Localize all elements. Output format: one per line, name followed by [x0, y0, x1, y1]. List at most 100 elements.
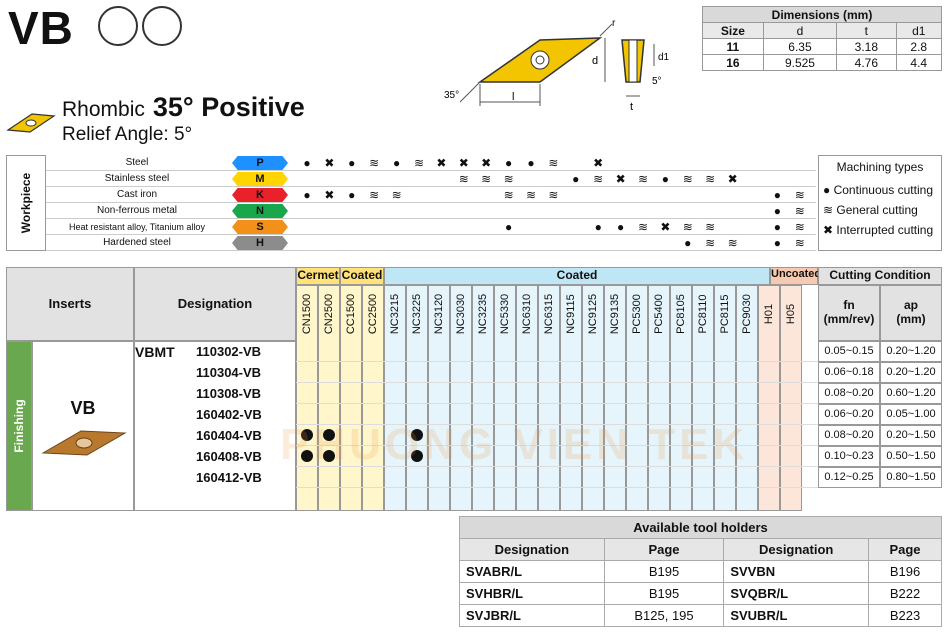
workpiece-mark: ●: [773, 236, 782, 250]
grade-label: NC6310: [521, 293, 533, 335]
workpiece-mark: [386, 235, 408, 251]
workpiece-mark: ≋: [794, 188, 805, 202]
fn-value: 0.08~0.20: [818, 425, 880, 446]
grade-column: NC3030: [450, 285, 472, 511]
group-uncoated: Uncoated: [770, 267, 821, 285]
workpiece-mark: [542, 235, 564, 251]
workpiece-mark: ≋: [637, 172, 649, 186]
workpiece-mark: [654, 187, 676, 203]
holders-header: Page: [603, 538, 725, 561]
workpiece-mark: ●: [303, 156, 311, 170]
workpiece-mark: [296, 219, 318, 235]
workpiece-mark: [677, 187, 699, 203]
continuous-icon: ●: [823, 183, 831, 197]
interrupted-icon: ✖: [823, 223, 834, 237]
holder-designation: SVJBR/L: [459, 604, 605, 627]
tag-m: M: [232, 172, 288, 186]
workpiece-mark: [789, 155, 811, 171]
workpiece-mark: [453, 187, 475, 203]
workpiece-mark: ●: [348, 156, 356, 170]
workpiece-mark: ≋: [705, 236, 716, 250]
workpiece-name: Hardened steel: [103, 237, 171, 248]
dim-cell: 11: [702, 38, 764, 55]
workpiece-mark: ≋: [682, 220, 693, 234]
workpiece-mark: [565, 187, 587, 203]
workpiece-mark: [318, 203, 340, 219]
label-5: 5°: [652, 76, 662, 87]
workpiece-mark: [722, 155, 744, 171]
dim-cell: 2.8: [895, 38, 943, 55]
workpiece-name: Non-ferrous metal: [96, 205, 178, 216]
grade-column: NC5330: [494, 285, 516, 511]
grade-label: NC5330: [499, 293, 511, 335]
workpiece-mark: [587, 235, 609, 251]
workpiece-mark: [632, 155, 654, 171]
workpiece-mark: [744, 203, 766, 219]
grade-label: CC2500: [367, 293, 379, 335]
workpiece-mark: [363, 203, 385, 219]
workpiece-mark: [318, 219, 340, 235]
workpiece-mark: ≋: [413, 156, 425, 170]
holder-page: B196: [868, 560, 942, 583]
workpiece-mark: [453, 219, 475, 235]
workpiece-name: Stainless steel: [104, 173, 170, 184]
workpiece-mark: ●: [773, 204, 782, 218]
table-row: [296, 425, 942, 446]
workpiece-mark: [386, 219, 408, 235]
workpiece-mark: [475, 203, 497, 219]
grade-column: H05: [780, 285, 802, 511]
fn-value: 0.06~0.20: [818, 404, 880, 425]
brand-circle-1: [98, 6, 138, 46]
workpiece-mark: ●: [504, 220, 513, 234]
workpiece-mark: [542, 203, 564, 219]
grade-column: NC3120: [428, 285, 450, 511]
table-row: [296, 404, 942, 425]
workpiece-mark: [408, 235, 430, 251]
dim-header: t: [836, 22, 897, 39]
grade-label: NC3030: [455, 293, 467, 335]
ap-value: 0.20~1.20: [880, 362, 942, 383]
table-row: [296, 467, 942, 488]
workpiece-mark: [408, 187, 430, 203]
workpiece-mark: [744, 171, 766, 187]
insert-photo: [41, 430, 127, 456]
workpiece-mark: [565, 235, 587, 251]
workpiece-mark: ✖: [727, 172, 738, 186]
workpiece-mark: [722, 219, 744, 235]
holders-header: Page: [868, 538, 942, 561]
workpiece-mark: [520, 219, 542, 235]
general-label: General cutting: [836, 203, 918, 217]
workpiece-mark: ●: [773, 220, 782, 234]
workpiece-label: Workpiece: [6, 155, 46, 251]
workpiece-mark: ≋: [705, 220, 716, 234]
workpiece-mark: [341, 203, 363, 219]
workpiece-mark: [610, 155, 632, 171]
grade-label: H05: [785, 303, 797, 325]
ap-value: 0.60~1.20: [880, 383, 942, 404]
availability-dot: [323, 429, 335, 441]
workpiece-mark: ●: [684, 236, 692, 250]
grade-column: PC8115: [714, 285, 736, 511]
workpiece-mark: [386, 171, 408, 187]
workpiece-mark: [318, 171, 340, 187]
grade-label: NC9135: [609, 293, 621, 335]
general-icon: ≋: [823, 203, 834, 217]
ap-value: 0.20~1.20: [880, 341, 942, 362]
holder-page: B195: [603, 560, 725, 583]
ap-value: 0.20~1.50: [880, 425, 942, 446]
workpiece-mark: [363, 171, 385, 187]
workpiece-mark: ≋: [525, 188, 537, 202]
workpiece-name: Heat resistant alloy, Titanium alloy: [69, 222, 205, 232]
ap-value: 0.50~1.50: [880, 446, 942, 467]
workpiece-mark: ●: [616, 220, 625, 234]
dim-cell: 6.35: [762, 38, 838, 55]
dim-cell: 4.76: [836, 54, 897, 71]
grade-column: NC6310: [516, 285, 538, 511]
insert-designation: 110308-VB: [196, 386, 262, 401]
dim-cell: 9.525: [762, 54, 838, 71]
workpiece-mark: ✖: [324, 156, 335, 170]
ap-value: 0.05~1.00: [880, 404, 942, 425]
workpiece-mark: [430, 235, 452, 251]
workpiece-mark: [766, 155, 788, 171]
